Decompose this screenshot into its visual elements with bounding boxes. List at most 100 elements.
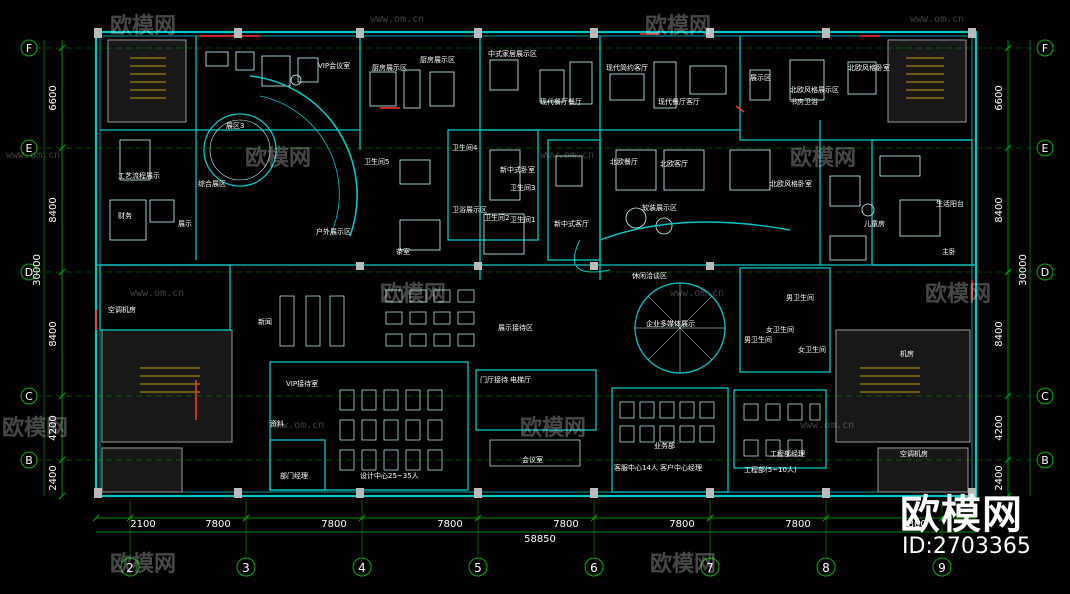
dimension-label: 2400 bbox=[48, 465, 59, 490]
dimension-tick bbox=[1004, 456, 1012, 464]
axis-bubble bbox=[20, 263, 38, 281]
dimension-tick bbox=[58, 492, 66, 500]
room-label: 新中式客厅 bbox=[554, 219, 589, 228]
room-label: 茶室 bbox=[396, 247, 410, 256]
axis-bubble-label: E bbox=[1042, 142, 1049, 155]
dimension-label: 7800 bbox=[553, 519, 578, 530]
axis-bubble bbox=[20, 387, 38, 405]
axis-bubble-label: 7 bbox=[706, 561, 714, 575]
room-label: 工艺流程展示 bbox=[118, 171, 160, 180]
dimension-tick bbox=[1004, 44, 1012, 52]
room-label: 北欧风格卧室 bbox=[770, 179, 812, 188]
axis-bubble-label: C bbox=[25, 390, 33, 403]
axis-bubble bbox=[1036, 387, 1054, 405]
dimension-tick bbox=[358, 514, 366, 522]
dimension-tick bbox=[58, 456, 66, 464]
model-id: ID:2703365 bbox=[902, 534, 1031, 559]
room-labels: 展区3 VIP会议室 厨房展示区 厨房展示区 中式家居展示区 现代餐厅餐厅 现代… bbox=[108, 49, 964, 480]
dimension-label: 8400 bbox=[48, 197, 59, 222]
axis-bubble-label: F bbox=[1042, 42, 1048, 55]
red-accents bbox=[95, 33, 973, 420]
room-label: 卫生间1 bbox=[510, 215, 535, 224]
dimension-tick bbox=[822, 514, 830, 522]
dimension-tick bbox=[706, 514, 714, 522]
columns bbox=[94, 28, 976, 498]
brand-logo: 欧模网 bbox=[900, 492, 1023, 538]
dimension-tick bbox=[58, 268, 66, 276]
room-label: 儿童房 bbox=[864, 219, 885, 228]
room-label: 北欧餐厅 bbox=[610, 157, 638, 166]
dimension-tick bbox=[1004, 144, 1012, 152]
axis-bubble-label: D bbox=[1041, 266, 1049, 279]
dimension-total: 30000 bbox=[1018, 254, 1029, 286]
room-label: 业务部 bbox=[654, 441, 675, 450]
dimension-label: 2400 bbox=[994, 465, 1005, 490]
room-label: 展区3 bbox=[226, 122, 244, 130]
axis-bubble bbox=[20, 139, 38, 157]
room-label: 现代简约客厅 bbox=[606, 63, 648, 72]
axis-bubble-label: 5 bbox=[474, 561, 482, 575]
dimension-label: 8400 bbox=[48, 321, 59, 346]
axis-bubble-label: 6 bbox=[590, 561, 598, 575]
room-label: 客服中心14人 bbox=[614, 463, 658, 472]
furniture bbox=[109, 51, 941, 261]
room-label: 男卫生间 bbox=[744, 335, 772, 344]
room-label: 空调机房 bbox=[900, 449, 928, 458]
axis-bubble-label: E bbox=[26, 142, 33, 155]
axis-bubble-label: D bbox=[25, 266, 33, 279]
room-label: 电梯厅 bbox=[510, 375, 531, 384]
room-label: 会议室 bbox=[522, 455, 543, 464]
axis-bubble bbox=[700, 557, 720, 577]
room-label: 厨房展示区 bbox=[372, 63, 407, 72]
axis-bubble-label: C bbox=[1041, 390, 1049, 403]
stair-treads bbox=[130, 57, 944, 393]
room-label: 展示区 bbox=[750, 74, 771, 82]
dimension-label: 8400 bbox=[994, 321, 1005, 346]
room-label: 客户中心经理 bbox=[660, 463, 702, 472]
axis-bubble bbox=[584, 557, 604, 577]
dimension-label: 7800 bbox=[205, 519, 230, 530]
room-label: 北欧客厅 bbox=[660, 159, 688, 168]
room-label: 新中式卧室 bbox=[500, 165, 535, 174]
axis-bubble-label: B bbox=[25, 454, 33, 467]
axis-bubble-label: 3 bbox=[242, 561, 250, 575]
room-label: 软装展示区 bbox=[642, 203, 677, 212]
room-label: 工程部(5~10人) bbox=[744, 465, 797, 474]
dimension-tick bbox=[938, 514, 946, 522]
dimension-tick bbox=[92, 514, 100, 522]
dimension-tick bbox=[126, 514, 134, 522]
dimension-tick bbox=[58, 144, 66, 152]
dimension-tick bbox=[58, 392, 66, 400]
room-label: 新闻 bbox=[258, 317, 272, 326]
dimension-tick bbox=[1004, 492, 1012, 500]
dimension-tick bbox=[474, 514, 482, 522]
axis-bubble bbox=[816, 557, 836, 577]
room-label: 展示 bbox=[178, 220, 192, 228]
dimension-total: 58850 bbox=[524, 534, 556, 545]
room-label: 生活阳台 bbox=[936, 199, 964, 208]
room-label: 书房卫浴 bbox=[790, 97, 818, 106]
dimension-label: 8400 bbox=[994, 197, 1005, 222]
axis-bubble bbox=[20, 451, 38, 469]
dimension-tick bbox=[242, 514, 250, 522]
room-label: 卫生间3 bbox=[510, 183, 535, 192]
room-label: 休闲洽谈区 bbox=[632, 271, 667, 280]
dimension-label: 6600 bbox=[48, 85, 59, 110]
axis-bubble-label: F bbox=[26, 42, 32, 55]
axis-bubble bbox=[1036, 451, 1054, 469]
outer-walls bbox=[94, 30, 978, 498]
axis-bubble bbox=[932, 557, 952, 577]
dimension-label: 4200 bbox=[48, 415, 59, 440]
axis-bubble-label: B bbox=[1041, 454, 1049, 467]
room-label: 女卫生间 bbox=[798, 345, 826, 354]
room-label: 卫生间5 bbox=[364, 157, 389, 166]
room-label: 卫生间4 bbox=[452, 143, 478, 152]
room-label: 综合展区 bbox=[198, 179, 226, 188]
room-label: 男卫生间 bbox=[786, 293, 814, 302]
room-label: 设计中心25~35人 bbox=[360, 471, 419, 480]
room-label: 现代餐厅餐厅 bbox=[540, 97, 582, 106]
room-label: 主卧 bbox=[942, 247, 956, 256]
